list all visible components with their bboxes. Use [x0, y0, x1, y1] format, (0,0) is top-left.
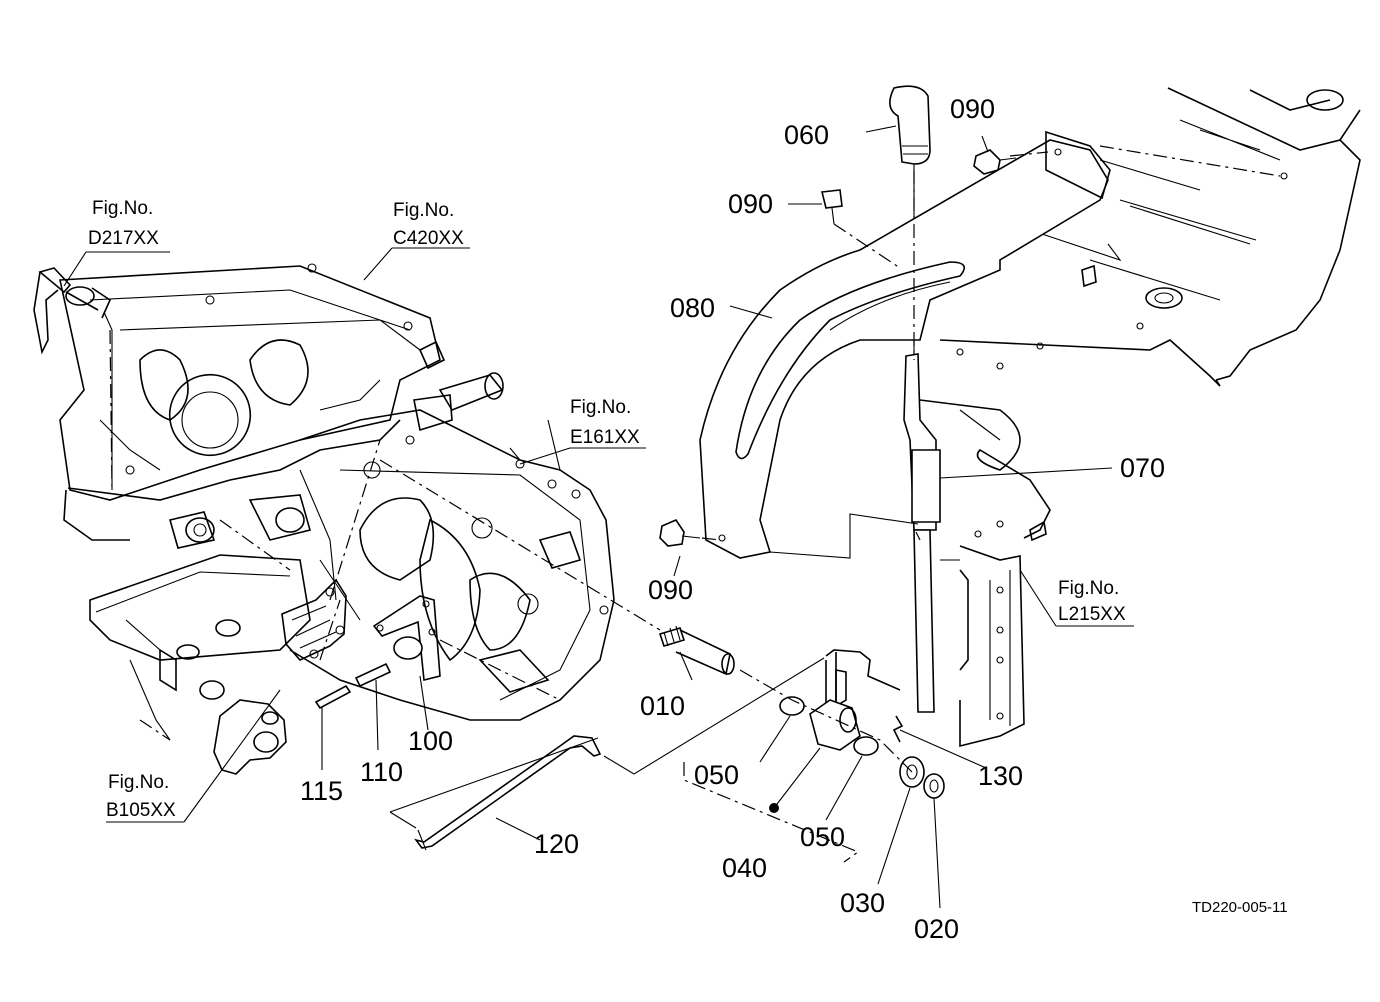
fig-ref-code: E161XX	[570, 427, 640, 448]
transmission-case-drawing	[33, 263, 735, 775]
fig-ref-c420: Fig.No. C420XX	[393, 200, 464, 249]
part-label-090-low: 090	[648, 575, 693, 605]
drawing-id: TD220-005-11	[1192, 899, 1288, 916]
chassis-frame-drawing	[919, 87, 1361, 748]
fig-ref-prefix: Fig.No.	[92, 198, 153, 219]
part-label-050-right: 050	[800, 822, 845, 852]
part-label-080: 080	[670, 293, 715, 323]
part-label-130: 130	[978, 761, 1023, 791]
fig-ref-prefix: Fig.No.	[1058, 578, 1119, 599]
fig-ref-d217: Fig.No. D217XX	[88, 198, 159, 249]
part-label-010: 010	[640, 691, 685, 721]
fig-ref-b105: Fig.No. B105XX	[106, 772, 176, 821]
leader-lines	[63, 125, 1281, 909]
part-label-070: 070	[1120, 453, 1165, 483]
fig-ref-code: L215XX	[1058, 604, 1126, 625]
part-label-020: 020	[914, 914, 959, 944]
fig-ref-prefix: Fig.No.	[570, 397, 631, 418]
fig-ref-code: D217XX	[88, 228, 159, 249]
fig-ref-e161: Fig.No. E161XX	[570, 397, 640, 448]
fig-ref-code: C420XX	[393, 228, 464, 249]
fig-ref-code: B105XX	[106, 800, 176, 821]
part-label-090-top: 090	[950, 94, 995, 124]
fig-ref-l215: Fig.No. L215XX	[1058, 578, 1126, 625]
part-label-115: 115	[300, 776, 343, 806]
part-label-090-mid: 090	[728, 189, 773, 219]
part-label-040: 040	[722, 853, 767, 883]
part-label-060: 060	[784, 120, 829, 150]
fig-ref-prefix: Fig.No.	[108, 772, 169, 793]
part-label-120: 120	[534, 829, 579, 859]
part-label-030: 030	[840, 888, 885, 918]
part-label-050-left: 050	[694, 760, 739, 790]
part-label-110: 110	[360, 757, 403, 787]
fig-ref-prefix: Fig.No.	[393, 200, 454, 221]
part-label-100: 100	[408, 726, 453, 756]
gear-lever-assembly	[414, 85, 1111, 851]
